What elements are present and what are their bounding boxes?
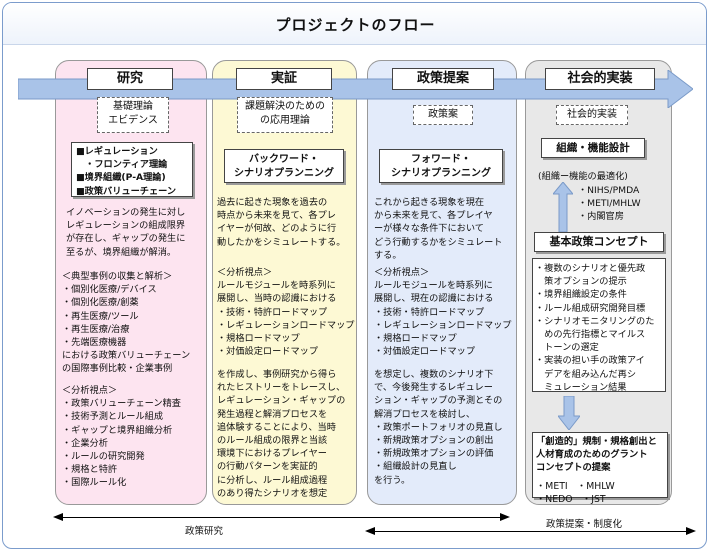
research-header: 研究 [87,68,173,90]
demonstration-header: 実証 [236,68,332,90]
policy-description: これから起きる現象を現在 から未来を見て、各プレイヤ ーが様々な条件下において … [374,197,503,261]
grant-concept-title: 「創造的」規制・規格創出と 人材育成のためのグラント コンセプトの提案 [536,436,657,473]
demonstration-purpose-box: 課題解決のための の応用理論 [237,97,333,133]
research-cases: ＜典型事例の収集と解析＞ ・個別化医療/デバイス ・個別化医療/創薬 ・再生医療… [62,271,191,375]
column-research [55,60,207,505]
research-theory-items: ■レギュレーション ・フロンティア理論 ■境界組織(P-A理論) ■政策バリュー… [71,142,193,197]
column-demonstration [212,60,357,505]
policy-detail: を想定し、複数のシナリオ下 で、今後発生するレギュレー ション・ギャップの予測と… [374,369,503,486]
left-arrowhead-icon-2 [365,527,375,535]
forward-scenario-box: フォワード・ シナリオプランニング [379,149,503,183]
policy-research-line [58,517,506,518]
downward-arrow-shape [558,396,580,430]
backward-scenario-box: バックワード・ シナリオプランニング [224,149,344,183]
grant-agencies: ・METI ・MHLW ・NEDO ・JST [536,481,615,505]
right-arrowhead-icon-2 [686,527,696,535]
grant-concept-box: 「創造的」規制・規格創出と 人材育成のためのグラント コンセプトの提案 ・MET… [532,432,668,505]
demonstration-detail: を作成し、事例研究から得ら れたヒストリーをトレースし、 レギュレーション・ギャ… [217,369,346,499]
research-analysis: ＜分析視点＞ ・政策バリューチェーン精査 ・技術予測とルール組成 ・ギャップと境… [62,385,181,489]
upward-arrow-shape [553,182,573,232]
implementation-impl-box: 社会的実装 [556,105,628,125]
policy-proposal-line [370,531,690,532]
page-title: プロジェクトのフロー [275,16,436,34]
left-arrowhead-icon [53,513,63,521]
demonstration-analysis: ＜分析視点＞ ルールモジュールを時系列に 展開し、当時の認識における ・技術・特… [217,267,355,358]
demonstration-description: 過去に起きた現象を過去の 時点から未来を見て、各プレ イヤーが何故、どのように行… [217,197,346,248]
upward-arrow [553,182,573,232]
policy-analysis: ＜分析視点＞ ルールモジュールを時系列に 展開し、現在の認識における ・技術・特… [374,267,512,358]
implementation-header: 社会的実装 [545,68,655,90]
policy-concept-list: ・複数のシナリオと優先政 策オプションの提示 ・境界組織設定の条件 ・ルール組成… [532,258,666,393]
research-theory-box: 基礎理論 エビデンス [97,97,169,133]
policy-research-label: 政策研究 [185,526,224,537]
right-arrowhead-icon [500,513,510,521]
title-bar [3,3,706,45]
column-policy [367,60,517,505]
optimization-note: (組織ー機能の最適化) [538,171,628,182]
research-summary: イノベーションの発生に対し レギュレーションの組成限界 が存在し、ギャップの発生… [66,207,186,258]
policy-proposal-label: 政策提案・制度化 [546,519,623,530]
org-function-design-box: 組織・機能設計 [541,138,645,158]
policy-header: 政策提案 [392,68,494,90]
downward-arrow [558,396,580,430]
implementation-agencies: ・NIHS/PMDA ・METI/MHLW ・内閣官房 [578,185,641,223]
policy-proposal-box: 政策案 [413,105,473,125]
basic-policy-concept-box: 基本政策コンセプト [534,232,664,252]
